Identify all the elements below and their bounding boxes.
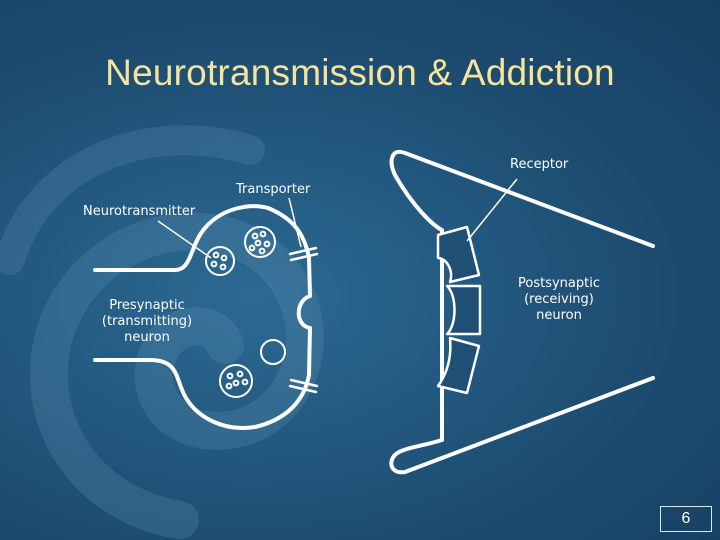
empty-vesicle [260, 339, 286, 365]
vesicle [205, 246, 235, 276]
transporter-label: Transporter [236, 182, 311, 197]
vesicle [244, 226, 276, 258]
presynaptic-label-line3: neuron [124, 330, 170, 345]
receptor-upper [436, 225, 481, 284]
presynaptic-label-line1: Presynaptic [109, 298, 185, 313]
neurotransmitter-label: Neurotransmitter [83, 204, 196, 219]
page-number: 6 [660, 506, 712, 532]
postsynaptic-label: Postsynaptic (receiving) neuron [506, 276, 612, 324]
postsynaptic-label-line1: Postsynaptic [518, 276, 600, 291]
transporter-upper [288, 246, 319, 262]
transporter-lower [288, 378, 319, 394]
presynaptic-label: Presynaptic (transmitting) neuron [90, 298, 204, 346]
receptor-label: Receptor [510, 157, 569, 172]
presynaptic-neuron-membrane [93, 204, 312, 430]
receptor-lower [436, 336, 481, 395]
slide-title: Neurotransmission & Addiction [105, 52, 615, 93]
postsynaptic-neuron-membrane [389, 149, 655, 475]
postsynaptic-label-line2: (receiving) [524, 292, 594, 307]
postsynaptic-label-line3: neuron [536, 308, 582, 323]
vesicle [219, 364, 253, 398]
transporter-leader [288, 197, 302, 248]
presynaptic-label-line2: (transmitting) [101, 314, 193, 329]
neurotransmitter-leader [157, 220, 212, 259]
receptor-leader [466, 178, 518, 242]
receptor-middle [445, 284, 482, 336]
